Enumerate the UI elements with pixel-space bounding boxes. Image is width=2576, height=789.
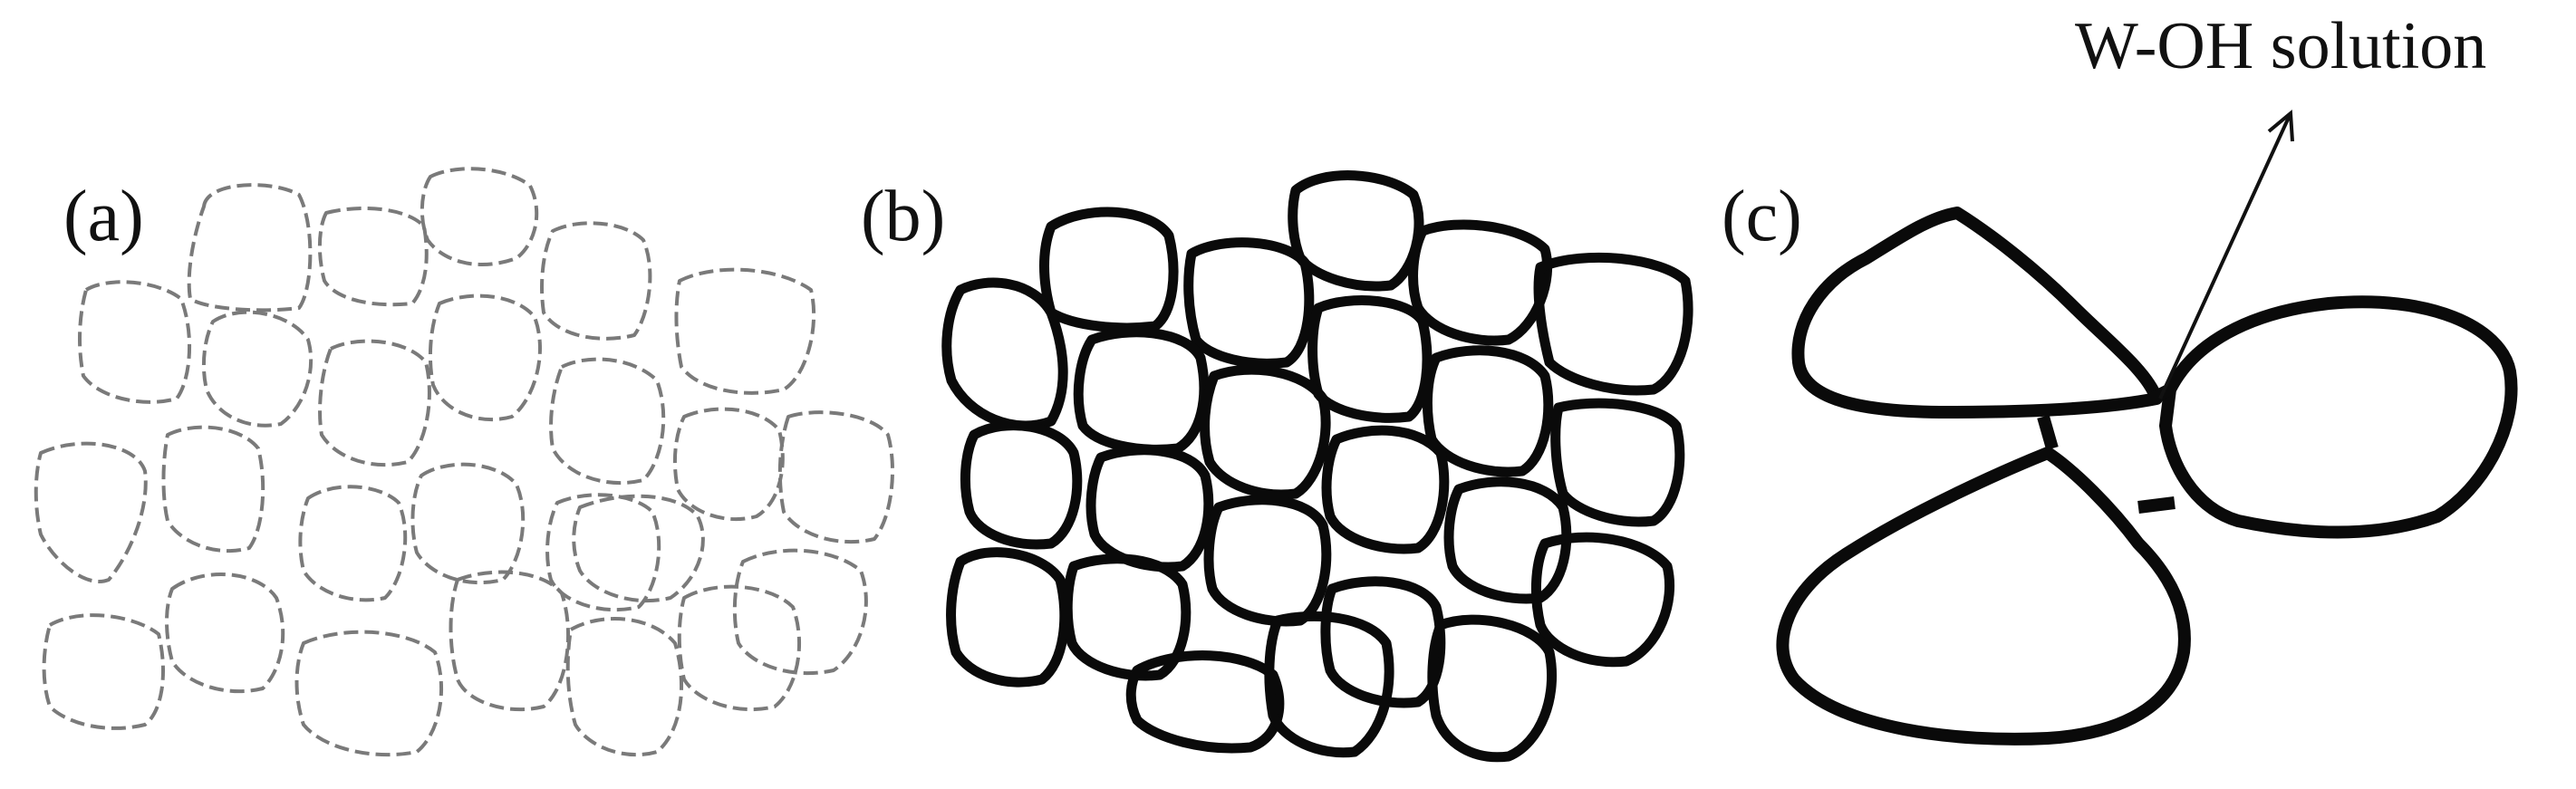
particle: [1550, 398, 1685, 527]
particle: [565, 617, 684, 757]
particle: [1422, 345, 1554, 477]
particle: [42, 613, 165, 730]
particle: [294, 630, 444, 757]
particle: [1183, 237, 1315, 369]
particle: [1320, 576, 1446, 708]
particle: [677, 584, 802, 712]
solution-arrow-shaft: [2158, 112, 2292, 399]
particle: [549, 357, 666, 485]
solution-label: W-OH solution: [2075, 9, 2486, 83]
particle: [165, 573, 285, 694]
panel-label-a: (a): [63, 177, 144, 256]
particle: [317, 207, 429, 307]
particle: [428, 293, 542, 422]
particle: [1533, 252, 1693, 396]
particle: [1307, 295, 1433, 423]
particle: [1039, 207, 1179, 333]
particle: [420, 167, 539, 266]
particle: [545, 493, 661, 612]
particle: [732, 548, 868, 676]
panel-b: [941, 170, 1693, 763]
particle: [410, 462, 526, 585]
panel-label-c: (c): [1722, 177, 1802, 256]
particle: [1062, 553, 1192, 681]
large-particle-top-left: [1791, 207, 2163, 419]
particle: [78, 280, 191, 404]
particle: [1288, 170, 1424, 292]
particle: [1203, 495, 1332, 627]
particle: [1321, 425, 1450, 554]
particle: [161, 425, 265, 553]
solution-arrow-head: [2267, 109, 2294, 142]
large-particle-bottom: [1776, 447, 2191, 746]
particle: [960, 420, 1083, 550]
particle: [187, 183, 313, 313]
particle: [777, 410, 894, 544]
particle: [572, 494, 705, 603]
particle: [1427, 614, 1558, 763]
particle: [34, 441, 148, 583]
particle: [946, 547, 1070, 688]
large-particle-right: [2159, 295, 2518, 539]
particle: [298, 485, 408, 602]
panel-label-b: (b): [861, 177, 945, 256]
particle: [1085, 445, 1214, 573]
particle: [1408, 219, 1553, 346]
panel-a: [34, 167, 894, 757]
particle: [1264, 611, 1394, 758]
particle: [318, 339, 431, 467]
particle: [1125, 650, 1285, 754]
particle: [449, 570, 571, 712]
particle: [1530, 532, 1675, 668]
particle: [1073, 327, 1210, 455]
particle: [201, 310, 314, 428]
particle: [1200, 364, 1331, 500]
panel-c: [1776, 207, 2518, 746]
particle: [540, 221, 652, 341]
w-oh-annotation: [2158, 109, 2294, 399]
particle: [672, 407, 785, 522]
particle: [674, 267, 816, 395]
particle: [941, 277, 1068, 431]
